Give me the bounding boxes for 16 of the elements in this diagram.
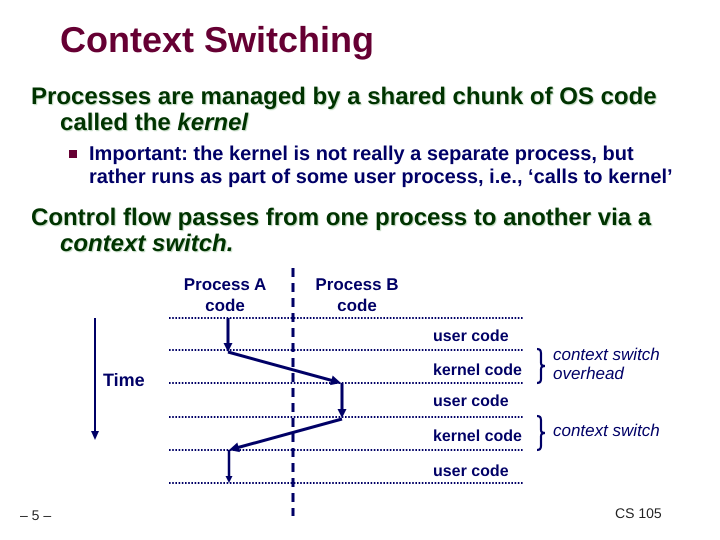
course-code: CS 105 bbox=[615, 504, 662, 522]
bullet-text: Control flow passes from one process to another via a context switch. bbox=[31, 205, 652, 257]
brace-annotation: context switch overhead bbox=[553, 345, 661, 383]
page-number: – 5 – bbox=[20, 506, 52, 524]
column-header: Process B code bbox=[314, 274, 400, 316]
brace-annotation: context switch bbox=[553, 421, 660, 441]
sub-bullet-text: Important: the kernel is not really a separate process, but rather runs as part of some user process, i.e., ‘calls to kernel’ bbox=[89, 143, 674, 189]
row-label: user code bbox=[433, 393, 509, 411]
time-label: Time bbox=[103, 370, 145, 390]
slide-title: Context Switching bbox=[60, 18, 374, 62]
column-header: Process A code bbox=[182, 274, 268, 316]
row-label: kernel code bbox=[433, 428, 522, 446]
row-label: user code bbox=[433, 328, 509, 346]
bullet-text: Processes are managed by a shared chunk of OS code called the kernel bbox=[31, 84, 658, 136]
row-label: kernel code bbox=[433, 362, 522, 380]
row-label: user code bbox=[433, 463, 509, 481]
